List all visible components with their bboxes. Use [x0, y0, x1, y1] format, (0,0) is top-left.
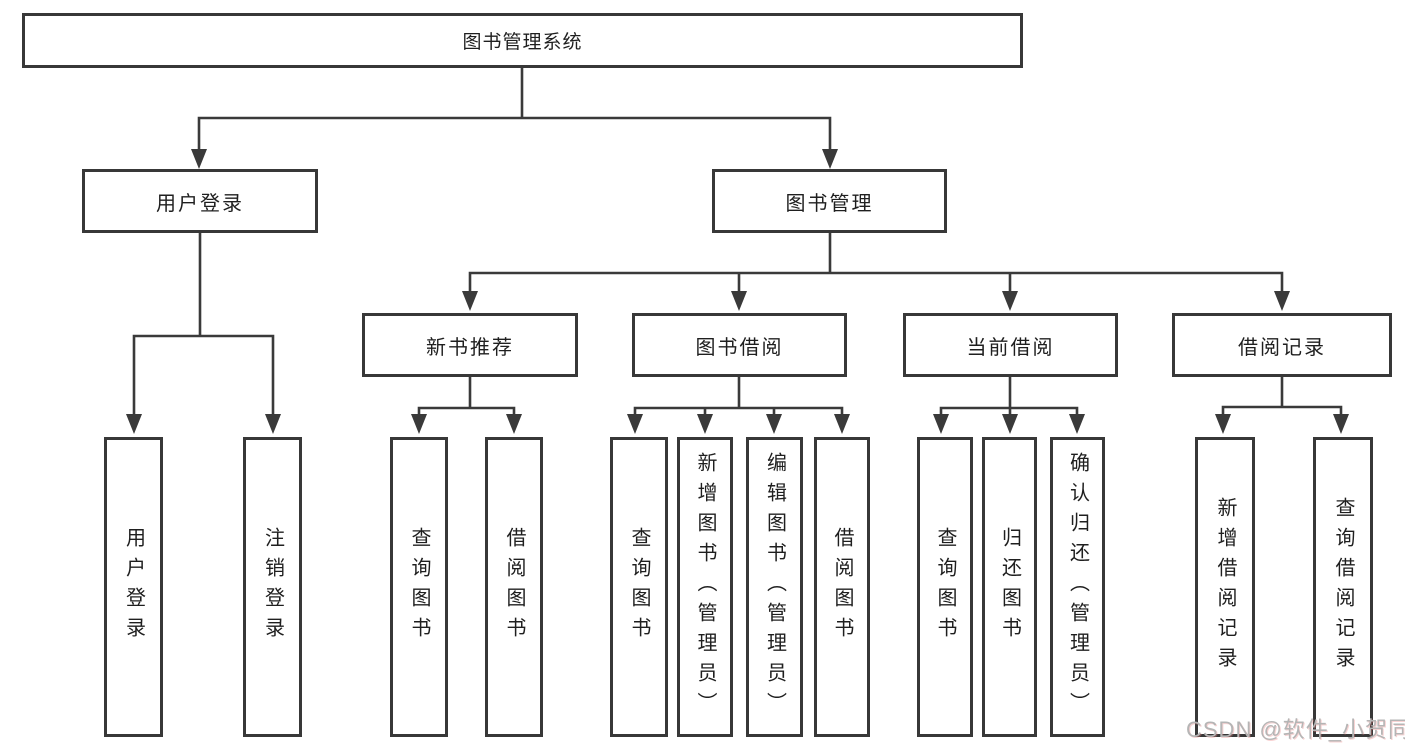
leaf-label: 查询借阅记录 [1332, 497, 1354, 677]
connector-new-book-children [417, 375, 516, 418]
leaf-borrow-books-recommend: 借阅图书 [485, 437, 543, 737]
leaf-label: 用户登录 [122, 527, 145, 647]
leaf-label: 查询图书 [628, 527, 650, 647]
connector-borrow-records-children [1221, 375, 1343, 418]
connector-user-login-children [132, 231, 275, 418]
leaf-logout: 注销登录 [243, 437, 302, 737]
node-label: 图书管理 [785, 192, 874, 215]
leaf-label: 注销登录 [261, 527, 284, 647]
arrowheads [126, 149, 1349, 434]
leaf-label: 借阅图书 [503, 527, 525, 647]
node-book-borrow: 图书借阅 [632, 313, 847, 377]
node-label: 当前借阅 [966, 336, 1055, 359]
leaf-label: 借阅图书 [831, 527, 853, 647]
arrowhead [411, 414, 427, 434]
arrowhead [191, 149, 207, 169]
arrowhead [1333, 414, 1349, 434]
arrowhead [933, 414, 949, 434]
leaf-confirm-return-admin: 确认归还（管理员） [1050, 437, 1105, 737]
leaf-add-borrow-record: 新增借阅记录 [1195, 437, 1255, 737]
connector-root-to-level2 [197, 66, 832, 153]
leaf-query-borrow-record: 查询借阅记录 [1313, 437, 1373, 737]
leaf-query-books-recommend: 查询图书 [390, 437, 448, 737]
connector-book-management-children [468, 231, 1284, 295]
arrowhead [834, 414, 850, 434]
node-library-system-root: 图书管理系统 [22, 13, 1023, 68]
leaf-add-book-admin: 新增图书（管理员） [677, 437, 733, 737]
arrowhead [1002, 414, 1018, 434]
watermark: CSDN @软件_小贺同学 [1186, 717, 1405, 742]
node-label: 新书推荐 [426, 336, 514, 359]
arrowhead [265, 414, 281, 434]
node-user-login: 用户登录 [82, 169, 318, 233]
arrowhead [627, 414, 643, 434]
leaf-label: 新增图书（管理员） [694, 452, 716, 722]
connector-book-borrow-children [633, 375, 844, 418]
arrowhead [1215, 414, 1231, 434]
leaf-label: 新增借阅记录 [1214, 497, 1236, 677]
arrowhead [766, 414, 782, 434]
arrowhead [126, 414, 142, 434]
leaf-edit-book-admin: 编辑图书（管理员） [746, 437, 803, 737]
node-current-borrow: 当前借阅 [903, 313, 1118, 377]
arrowhead [462, 291, 478, 311]
leaf-label: 查询图书 [408, 527, 430, 647]
arrowhead [1069, 414, 1085, 434]
node-label: 借阅记录 [1238, 336, 1326, 359]
node-new-book-recommend: 新书推荐 [362, 313, 578, 377]
leaf-label: 编辑图书（管理员） [763, 452, 786, 722]
node-label: 图书管理系统 [462, 32, 583, 53]
node-label: 图书借阅 [695, 336, 784, 359]
node-label: 用户登录 [156, 192, 244, 215]
arrowhead [506, 414, 522, 434]
arrowhead [1002, 291, 1018, 311]
leaf-borrow-books: 借阅图书 [814, 437, 870, 737]
leaf-query-books-current: 查询图书 [917, 437, 973, 737]
leaf-user-login: 用户登录 [104, 437, 163, 737]
leaf-label: 查询图书 [934, 527, 956, 647]
arrowhead [822, 149, 838, 169]
arrowhead [697, 414, 713, 434]
leaf-label: 确认归还（管理员） [1066, 452, 1089, 722]
leaf-return-books: 归还图书 [982, 437, 1037, 737]
leaf-label: 归还图书 [998, 527, 1021, 647]
arrowhead [1274, 291, 1290, 311]
leaf-query-books-borrow: 查询图书 [610, 437, 668, 737]
arrowhead [731, 291, 747, 311]
connector-current-borrow-children [939, 375, 1079, 418]
node-borrow-records: 借阅记录 [1172, 313, 1392, 377]
node-book-management: 图书管理 [712, 169, 947, 233]
